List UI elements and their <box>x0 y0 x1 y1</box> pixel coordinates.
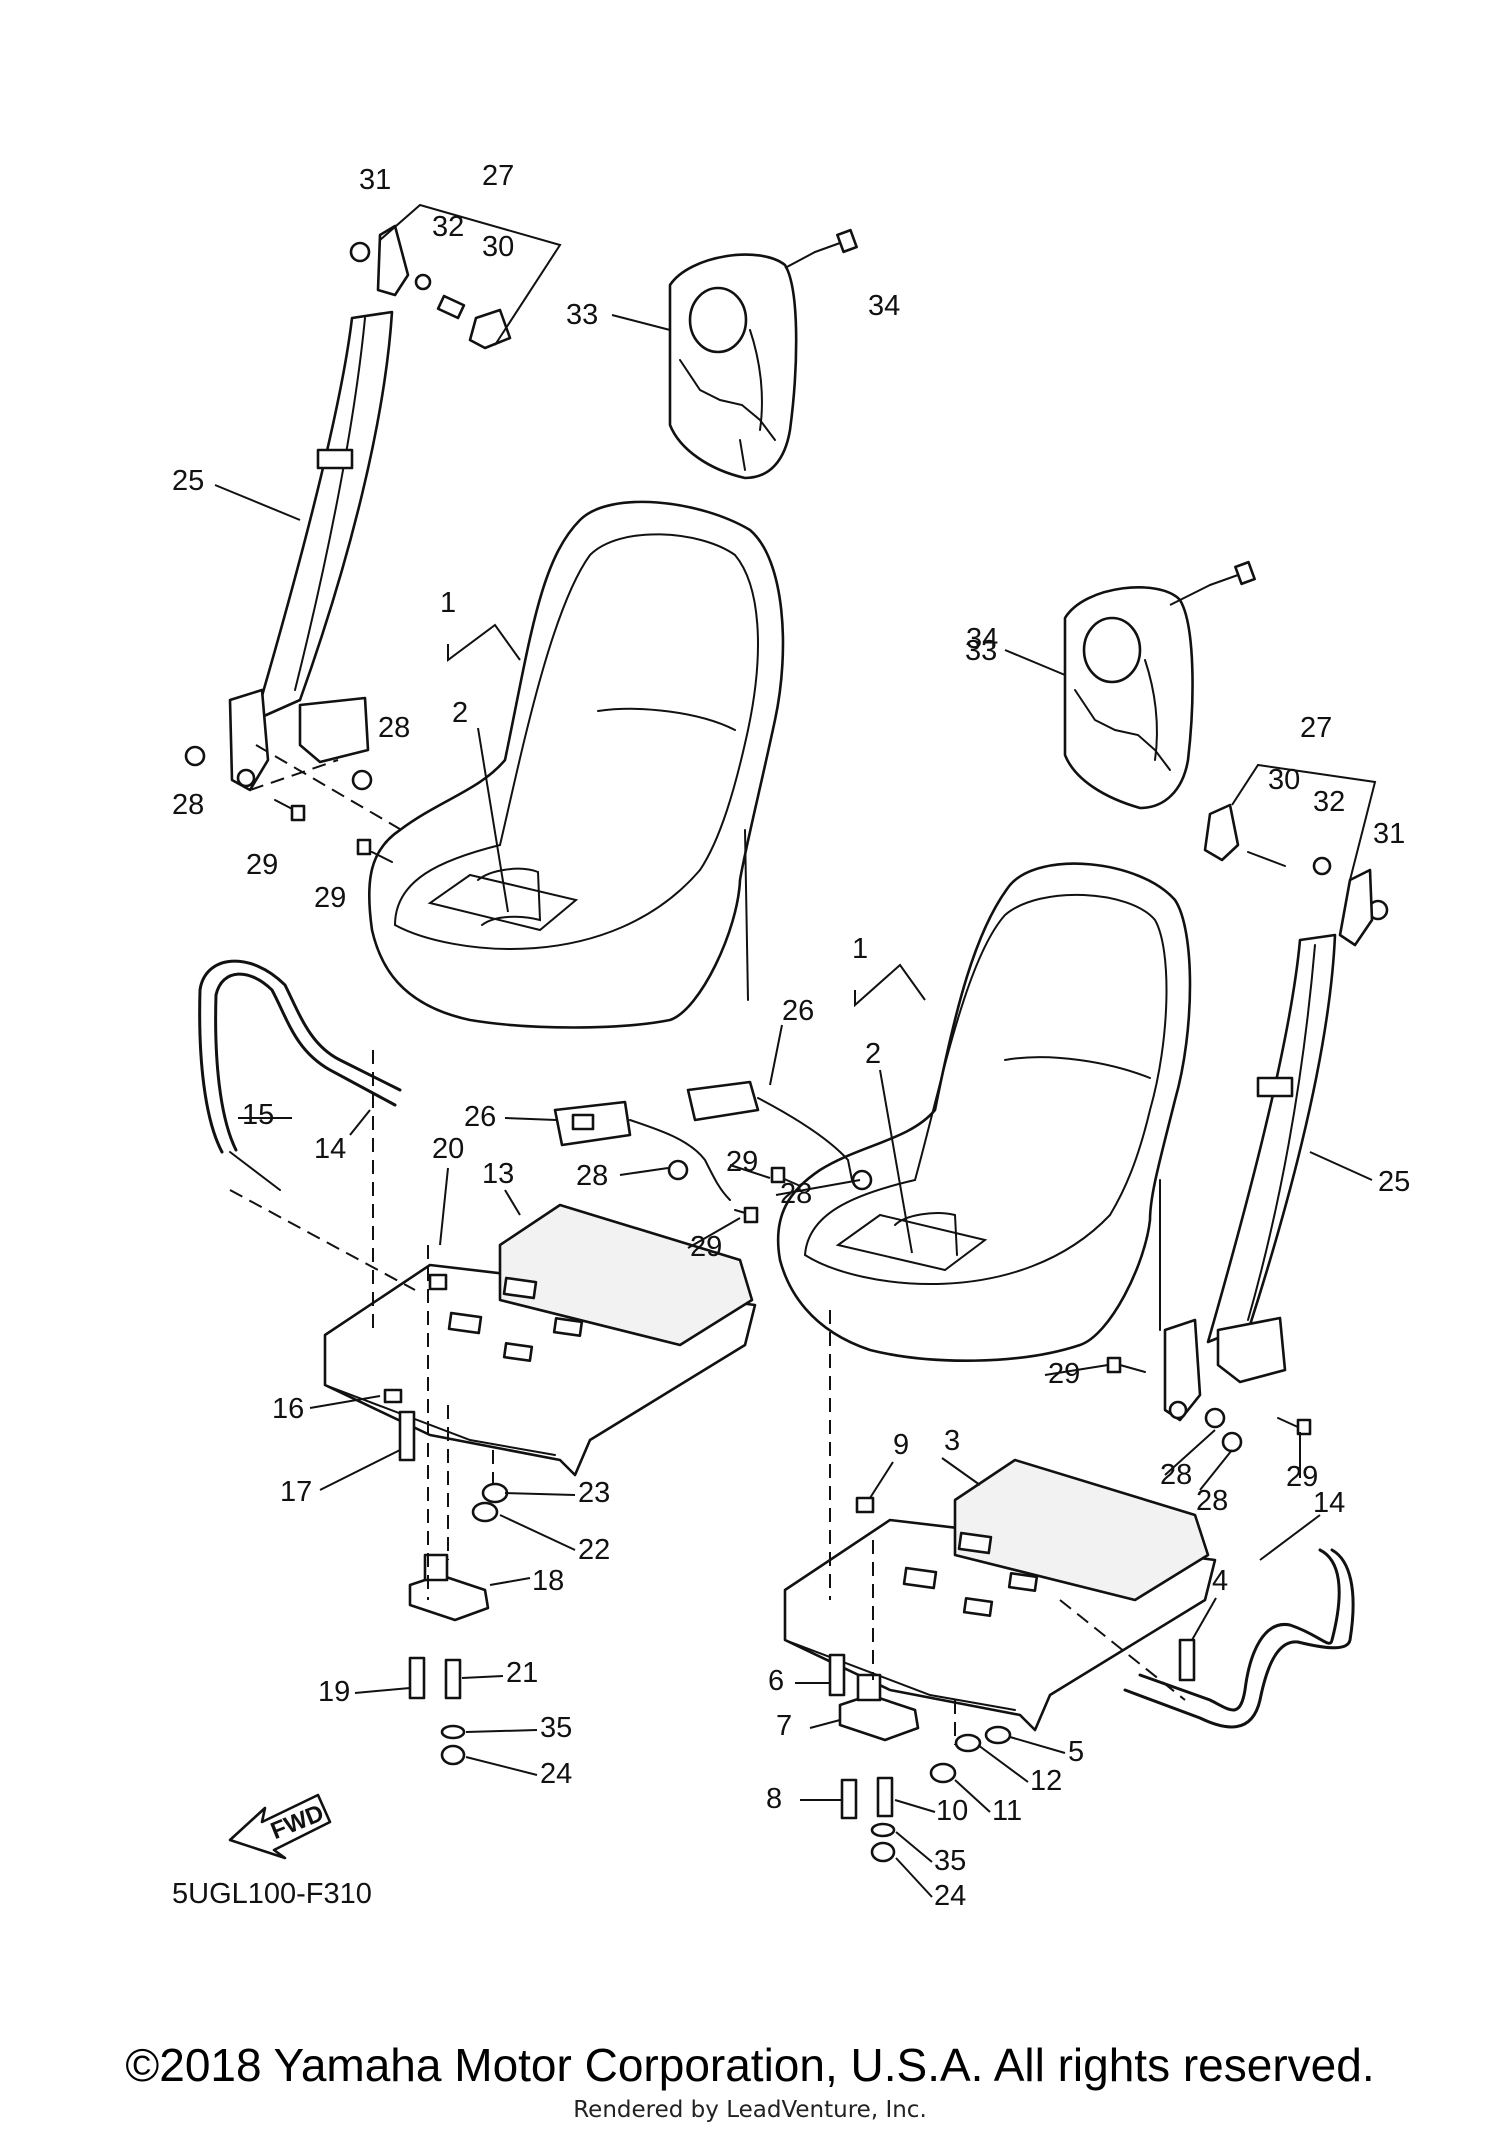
callout-24-right: 24 <box>934 1880 966 1912</box>
callout-2-left: 2 <box>452 697 468 729</box>
callout-30-left: 30 <box>482 231 514 263</box>
callout-31-right: 31 <box>1373 818 1405 850</box>
buckle-26-lower <box>553 1100 759 1224</box>
mount-bracket-7 <box>838 1673 920 1742</box>
callout-25-left: 25 <box>172 465 204 497</box>
belt-hardware-right <box>1106 1356 1312 1453</box>
callout-18: 18 <box>532 1565 564 1597</box>
fasteners-right <box>828 1496 1196 1863</box>
callout-19: 19 <box>318 1676 350 1708</box>
callout-7: 7 <box>776 1710 792 1742</box>
copyright-notice: ©2018 Yamaha Motor Corporation, U.S.A. A… <box>125 2039 1375 2091</box>
alignment-lines <box>372 1050 956 1745</box>
callout-25-right: 25 <box>1378 1166 1410 1198</box>
callout-35-right: 35 <box>934 1845 966 1877</box>
callout-27-left: 27 <box>482 160 514 192</box>
callout-1-left: 1 <box>440 587 456 619</box>
belt-hardware-left <box>184 744 406 863</box>
diagram-code: 5UGL100-F310 <box>172 1878 372 1910</box>
seat-belt-right <box>1163 933 1337 1422</box>
callout-28-b: 28 <box>172 789 204 821</box>
callout-11: 11 <box>992 1795 1022 1827</box>
callout-3: 3 <box>944 1425 960 1457</box>
callout-33-right: 33 <box>965 635 997 667</box>
belt-anchor-27-left <box>349 203 562 350</box>
grab-bar-right <box>1059 1548 1355 1729</box>
callout-17: 17 <box>280 1476 312 1508</box>
fasteners-left <box>383 1273 509 1766</box>
callout-27-right: 27 <box>1300 712 1332 744</box>
callout-group-1-2-left <box>447 623 521 913</box>
buckle-26-upper <box>686 1080 873 1191</box>
callout-5: 5 <box>1068 1736 1084 1768</box>
callout-22: 22 <box>578 1534 610 1566</box>
callout-21: 21 <box>506 1657 538 1689</box>
bolt-34-left <box>784 228 858 269</box>
render-credit: Rendered by LeadVenture, Inc. <box>573 2097 927 2123</box>
callout-numbers: 31 27 32 30 33 34 25 1 2 28 28 29 29 34 … <box>172 160 1410 1912</box>
callout-28-a: 28 <box>378 712 410 744</box>
callout-14-left: 14 <box>314 1133 346 1165</box>
callout-16: 16 <box>272 1393 304 1425</box>
callout-29-b: 29 <box>314 882 346 914</box>
callout-24-left: 24 <box>540 1758 572 1790</box>
seat-right <box>776 862 1192 1362</box>
callout-2-right: 2 <box>865 1038 881 1070</box>
callout-4: 4 <box>1212 1565 1228 1597</box>
callout-29-f: 29 <box>1286 1461 1318 1493</box>
callout-10: 10 <box>936 1795 968 1827</box>
callout-28-c: 28 <box>576 1160 608 1192</box>
bolt-34-right <box>1169 560 1256 606</box>
callout-26-b: 26 <box>464 1101 496 1133</box>
seat-base-left <box>323 1203 757 1477</box>
callout-group-1-2-right <box>854 963 926 1254</box>
callout-26-a: 26 <box>782 995 814 1027</box>
callout-30-right: 30 <box>1268 764 1300 796</box>
fwd-arrow-icon: FWD <box>228 1793 332 1860</box>
callout-20: 20 <box>432 1133 464 1165</box>
seat-base-right <box>783 1458 1217 1732</box>
seat-belt-left <box>228 310 394 792</box>
callout-23: 23 <box>578 1477 610 1509</box>
callout-9: 9 <box>893 1429 909 1461</box>
headrest-cover-right <box>1063 586 1194 810</box>
mount-bracket-18 <box>408 1553 531 1622</box>
callout-32-right: 32 <box>1313 786 1345 818</box>
callout-14-right: 14 <box>1313 1487 1345 1519</box>
callout-32-left: 32 <box>432 211 464 243</box>
callout-31-left: 31 <box>359 164 391 196</box>
headrest-cover-left <box>668 253 798 480</box>
seat-left <box>367 500 785 1029</box>
callout-28-f: 28 <box>1196 1485 1228 1517</box>
callout-6: 6 <box>768 1665 784 1697</box>
belt-anchor-27-right <box>1203 763 1389 947</box>
callout-1-right: 1 <box>852 933 868 965</box>
callout-leaders <box>238 314 1321 1898</box>
callout-12: 12 <box>1030 1765 1062 1797</box>
callout-29-a: 29 <box>246 849 278 881</box>
callout-33-left: 33 <box>566 299 598 331</box>
callout-34-right: 34 <box>966 623 998 655</box>
callout-29-d: 29 <box>690 1231 722 1263</box>
callout-34-left: 34 <box>868 290 900 322</box>
callout-35-left: 35 <box>540 1712 572 1744</box>
callout-13: 13 <box>482 1158 514 1190</box>
callout-8: 8 <box>766 1783 782 1815</box>
grab-bar-left <box>198 959 416 1291</box>
callout-15: 15 <box>242 1099 274 1131</box>
